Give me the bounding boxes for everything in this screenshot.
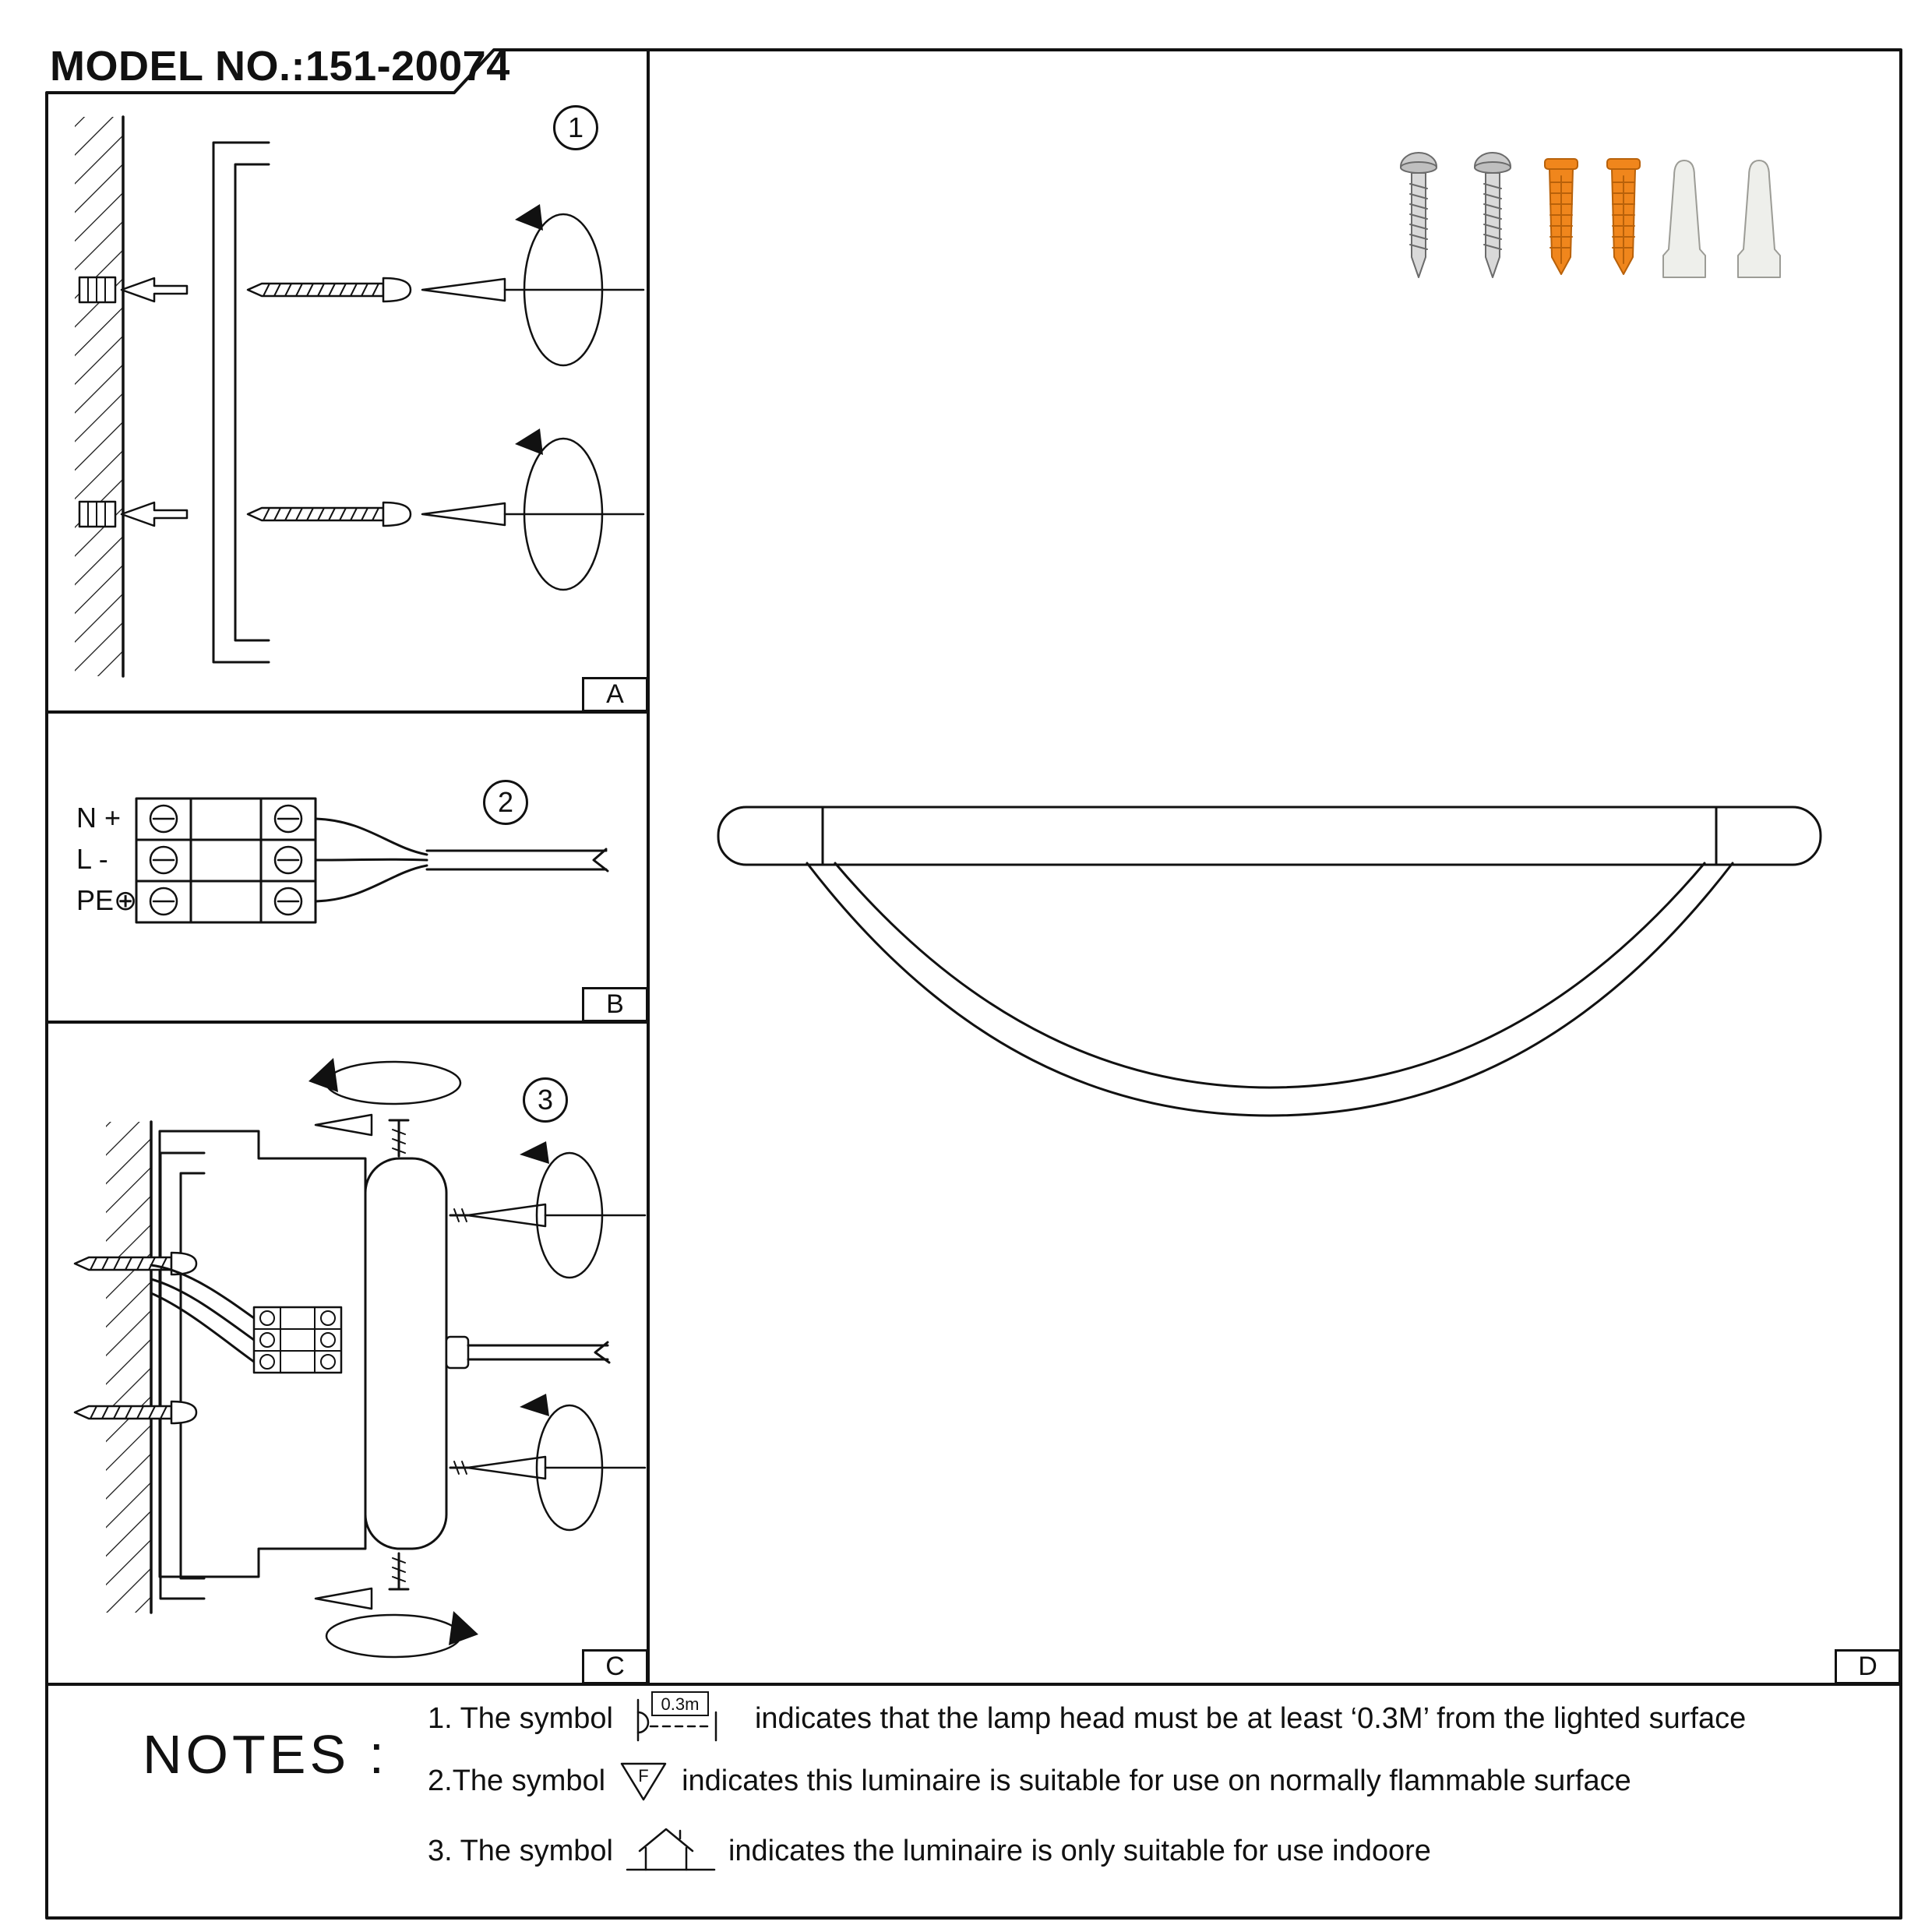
note-1-prefix: 1. The symbol	[428, 1701, 613, 1735]
rotation-arrow-icon	[308, 1058, 462, 1158]
wires-icon	[150, 1264, 256, 1363]
terminal-block-icon	[135, 797, 317, 924]
wire-connector-icon	[1737, 160, 1781, 278]
insert-arrow-icon	[421, 502, 645, 527]
note-2-prefix: 2.The symbol	[428, 1764, 606, 1797]
rotation-arrow-icon	[515, 204, 604, 367]
supply-cable-icon	[445, 1335, 611, 1370]
panel-b-label: B	[582, 987, 648, 1022]
terminal-label-l: L -	[76, 843, 108, 875]
mounting-bracket-icon	[159, 1151, 206, 1600]
note-line-3: 3. The symbol indicates the luminaire is…	[428, 1821, 1431, 1881]
wall-cross-section-icon	[75, 115, 125, 678]
rotation-arrow-icon	[314, 1552, 478, 1659]
panel-d-label: D	[1835, 1649, 1901, 1684]
indoor-use-house-icon	[626, 1828, 716, 1871]
wall-plug-icon	[1606, 158, 1641, 275]
wire-connector-icon	[1662, 160, 1706, 278]
terminal-label-n: N +	[76, 802, 122, 834]
screw-icon	[73, 1400, 198, 1425]
screw-icon	[73, 1251, 198, 1276]
wall-plug-icon	[1544, 158, 1578, 275]
rotation-arrow-icon	[449, 1394, 647, 1532]
rotation-arrow-icon	[515, 428, 604, 591]
panel-a-label: A	[582, 677, 648, 712]
panel-b-diagram	[135, 797, 609, 924]
note-line-2: 2.The symbol F indicates this luminaire …	[428, 1757, 1631, 1804]
canopy-outline	[158, 1130, 367, 1578]
rotation-arrow-icon	[449, 1141, 647, 1279]
supply-cable-icon	[314, 817, 609, 903]
flammable-surface-icon: F	[620, 1762, 667, 1801]
panel-d-diagram	[717, 152, 1822, 1117]
note-3-prefix: 3. The symbol	[428, 1834, 613, 1867]
mounting-bracket-icon	[212, 141, 270, 664]
panel-c-diagram	[73, 1058, 647, 1659]
lamp-illustration	[717, 806, 1822, 1117]
wall-anchor-icon	[78, 276, 189, 304]
note-1-suffix: indicates that the lamp head must be at …	[754, 1701, 1747, 1735]
distance-icon-label: 0.3m	[661, 1694, 700, 1714]
note-line-1: 1. The symbol 0.3m indicates that the la…	[428, 1689, 1746, 1748]
step-1-badge: 1	[553, 105, 598, 150]
terminal-label-pe: PE⊕	[76, 884, 138, 916]
screw-icon	[246, 501, 412, 527]
mounting-screw-icon	[1474, 152, 1511, 278]
insert-arrow-icon	[421, 277, 645, 302]
terminal-block-icon	[252, 1306, 343, 1374]
flammable-icon-label: F	[638, 1766, 648, 1786]
note-2-suffix: indicates this luminaire is suitable for…	[682, 1764, 1631, 1797]
panel-a-diagram	[75, 115, 645, 678]
model-number: MODEL NO.:151-20074	[50, 43, 510, 90]
driver-housing-icon	[364, 1157, 448, 1550]
panel-c-label: C	[582, 1649, 648, 1684]
screw-icon	[246, 277, 412, 303]
mounting-screw-icon	[1400, 152, 1437, 278]
note-3-suffix: indicates the luminaire is only suitable…	[728, 1834, 1431, 1867]
page-frame	[45, 48, 1902, 1920]
wall-cross-section-icon	[106, 1120, 153, 1614]
wall-anchor-icon	[78, 500, 189, 528]
notes-title: NOTES :	[143, 1724, 389, 1785]
distance-0-3m-icon: 0.3m	[636, 1691, 717, 1742]
step-3-badge: 3	[523, 1077, 568, 1123]
step-2-badge: 2	[483, 780, 528, 825]
